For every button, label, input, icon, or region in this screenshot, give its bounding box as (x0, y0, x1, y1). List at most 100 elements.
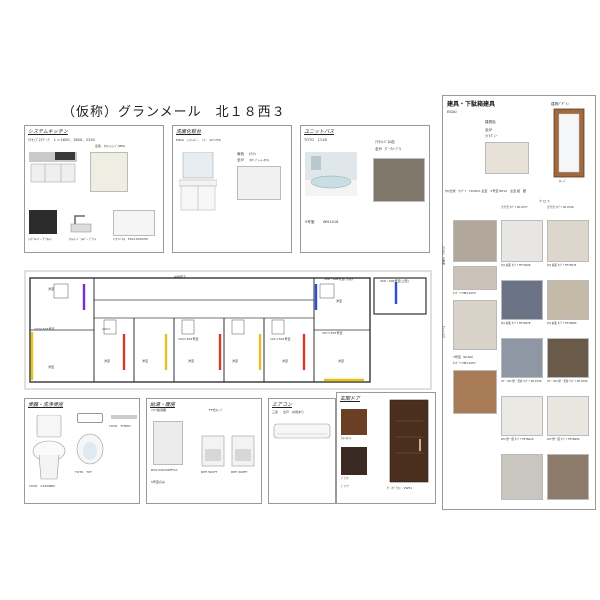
door-caption: ｸﾚｰﾄﾞ (559, 179, 567, 183)
floor-label1: 3号室（DLDK） (453, 355, 476, 359)
bath-accent-swatch (373, 158, 425, 202)
vanity-cap2: ﾎﾜｲﾄ (249, 152, 257, 156)
cloth-swatch (547, 396, 589, 436)
kitchen-unit-image (29, 152, 77, 184)
kitchen-cap-mid: ｽﾘﾑﾌｰﾄﾞ ｼﾙﾊﾞｰ ﾌﾞﾗｲﾄ (69, 237, 97, 241)
cloth-swatch (501, 280, 543, 320)
aircon-panel: エアコン 三菱 全戸 共用あり (268, 398, 336, 504)
page-title: （仮称）グランメール 北１８西３ (62, 105, 286, 120)
bath-cap3: ｱｸｾﾝﾄﾊﾟﾈﾙ色 (375, 140, 395, 144)
cloth-swatch (547, 220, 589, 262)
paper-holder-image (77, 413, 103, 423)
floor-label2: ｻﾝｹﾞﾂ HM11057 (453, 361, 476, 365)
room-label: 102＝ (102, 327, 111, 331)
swatch-caption: WC 壁一面 ｻﾝｹﾞﾂ FE76680 (547, 438, 580, 441)
room-name: 洋室 (48, 365, 55, 369)
vanity-color-swatch (237, 166, 281, 200)
swatch-caption: UT・WC 壁・天井 ｻﾝｹﾞﾂ SP-9746 (501, 380, 542, 383)
room-label: 103＝503号室 (34, 327, 55, 331)
floor-plan: 共用廊下 103＝503号室 102＝ 103＝503号室 101＝501号室 … (24, 270, 432, 390)
room-name: 洋室 (188, 359, 195, 363)
heater-cap6: RHF-309FT (231, 470, 248, 474)
cloth-swatch (501, 338, 543, 378)
room-name: 洋室 (282, 359, 289, 363)
kitchen-door-color: 扉色 ﾎﾜｲﾄｼｪｰﾄﾞ(MW) (95, 144, 126, 148)
water-heater-image (153, 421, 183, 465)
floor-label3: ｻﾝｹﾞﾂ HM11053 (453, 291, 476, 295)
heater-cap2: FF式ｽﾄｰﾌﾞ (209, 408, 223, 412)
vanity-panel: 洗面化粧台 EIDAI ｼｬﾜｰﾚﾊﾞｰ ﾐﾗｰ W=750 扉色 ﾎﾜｲﾄ 全… (172, 125, 292, 253)
bath-panel: ユニットバス TOTO 1116 5号室 WH1418 ｱｸｾﾝﾄﾊﾟﾈﾙ色 全… (300, 125, 430, 253)
stove-image (231, 435, 255, 467)
bath-cap5: ﾀﾞｰｸﾒｰﾌﾟﾙ (385, 147, 402, 151)
aircon-image (273, 423, 331, 439)
aircon-cap1: 三菱 (272, 410, 279, 414)
floor-plan-drawing (24, 270, 432, 390)
swatch-caption: ｸﾛｽ 前面 ｻﾝｹﾞﾂ FE76680 (547, 322, 577, 325)
kitchen-cap-left: ｼﾝｸﾞﾙﾚﾊﾞｰ ｸﾞﾘﾙﾚｽ (28, 237, 52, 241)
door-dark-swatch (341, 447, 367, 475)
col-mid-label: ｸｯｼｮﾝﾌﾛｱ (441, 326, 446, 339)
heater-cap3: RUX-V2015SFFUA (151, 468, 178, 472)
bath-cap1: 5号室 (305, 220, 315, 224)
aircon-cap2: 全戸 共用あり (283, 410, 305, 414)
kitchen-cap-right: ｷｯﾁﾝﾊﾟﾈﾙ FAS1704CHN (113, 237, 148, 241)
toilet-cap3: TOTO TCF (75, 470, 92, 474)
kitchen-spec: ｸﾘﾅｯﾌﾟｽﾃﾃﾞｨｱ Ｌ＝1650、1800、2250 (28, 138, 95, 142)
cloth-swatch (547, 454, 589, 500)
bath-spec: TOTO 1116 (304, 138, 327, 142)
cross-header: ク ロ ス (539, 199, 550, 203)
room-name: 洋室 (338, 359, 345, 363)
col-left-label: ﾌﾛｱﾀｲﾙ（全室） (441, 246, 446, 268)
doors-panel: 玄関ドア ｳｫｰﾙﾅｯﾄ ﾌﾞﾗｯｸ ﾄﾞｱﾉﾌﾞ ﾀﾞｰｸﾌﾞﾗｳﾝ VW51 (336, 392, 436, 504)
kitchen-title: システムキッチン (28, 129, 68, 135)
floor-swatch (453, 370, 497, 414)
toilet-image (31, 414, 67, 481)
cloth-swatch (501, 396, 543, 436)
bath-image (305, 152, 357, 196)
swatch-caption: WC 壁一面 ｻﾝｹﾞﾂ FE76620 (501, 438, 534, 441)
room-label: 308・408号室(下階) (324, 277, 353, 281)
heater-cap1: ﾘﾝﾅｲ給湯器 (151, 408, 167, 412)
towel-bar-image (111, 415, 137, 419)
vanity-cap4: ﾌﾛｱｰﾌﾟﾚｰﾄ-ﾎﾜｲﾄ (249, 158, 270, 162)
aircon-title: エアコン (272, 402, 293, 408)
swatch-caption: ｸﾛｽ 前面 ｻﾝｹﾞﾂ FE76574 (547, 264, 577, 267)
vanity-cap1: 扉色 (237, 152, 245, 156)
bath-title: ユニットバス (304, 129, 335, 135)
doors-cap3: ﾄﾞｱﾉﾌﾞ (341, 484, 351, 488)
kitchen-door-swatch (90, 152, 128, 192)
room-name: 洋室 (142, 359, 149, 363)
cloth-swatch (501, 454, 543, 500)
vanity-image (178, 151, 218, 212)
heater-cap4: 5号室のみ (151, 480, 165, 484)
doors-cap2: ﾌﾞﾗｯｸ (341, 476, 349, 480)
front-door-image (389, 399, 429, 483)
kitchen-range-hood-image (29, 210, 57, 234)
bath-cap2: WH1418 (323, 220, 339, 224)
finishes-title: 建具・下駄箱建具 (447, 101, 496, 108)
door-woodgrain-swatch (341, 409, 367, 435)
kitchen-panel: システムキッチン ｸﾘﾅｯﾌﾟｽﾃﾃﾞｨｱ Ｌ＝1650、1800、2250 扉… (24, 125, 164, 253)
door-design-label: 建具ﾃﾞｻﾞｲﾝ (551, 102, 569, 106)
swatch-caption: UT・WC 壁・天井 ｻﾝｹﾞﾂ SP-9706 (547, 380, 588, 383)
stove-image (201, 435, 225, 467)
floor-swatch (453, 266, 497, 290)
vanity-title: 洗面化粧台 (176, 129, 202, 135)
bath-cap4: 全戸 (375, 147, 383, 151)
toilet-panel: 便器・洗浄便座 TOTO CS220BM TOTO YH50H TOTO TCF (24, 398, 140, 504)
swatch-caption: ｸﾛｽ 前面 ｻﾝｹﾞﾂ FE76678 (501, 322, 531, 325)
doors-title: 玄関ドア (340, 396, 361, 402)
floor-swatch (453, 300, 497, 350)
cloth-swatch (547, 280, 589, 320)
floor-swatch (453, 220, 497, 262)
doors-cap1: ｳｫｰﾙﾅｯﾄ (341, 436, 352, 440)
swatch-caption1: 全戸 (485, 128, 493, 132)
swatch-caption: 全号室 ｻﾝｹﾞﾂ SP-9757 (501, 206, 528, 209)
heater-panel: 給湯・暖房 ﾘﾝﾅｲ給湯器 FF式ｽﾄｰﾌﾞ RUX-V2015SFFUA 5号… (146, 398, 262, 504)
cloth-swatch (501, 220, 543, 262)
kitchen-panel-swatch (113, 210, 155, 236)
toilet-cap1: TOTO CS220BM (29, 484, 55, 488)
room-name: 洋室 (336, 299, 343, 303)
door-color-swatch (485, 142, 529, 174)
